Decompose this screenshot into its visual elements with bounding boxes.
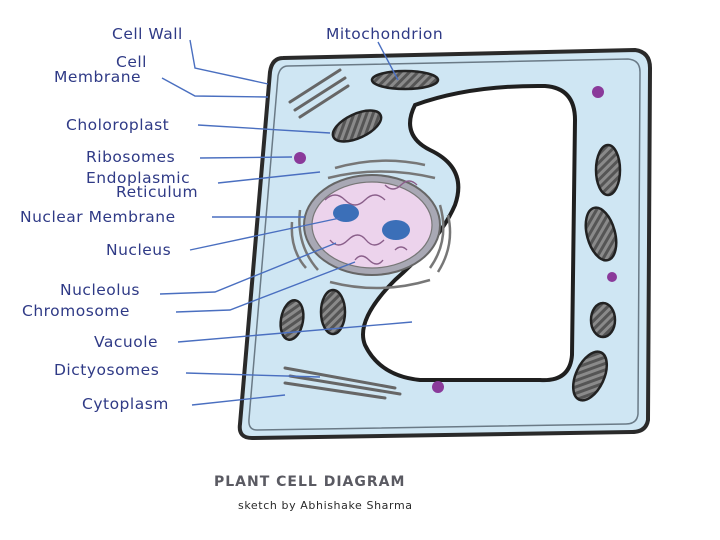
label-vacuole: Vacuole (94, 333, 158, 351)
nucleolus-2 (382, 220, 410, 240)
endoplasmic-reticulum (290, 159, 452, 290)
chromosome (324, 180, 418, 265)
diagram-credit: sketch by Abhishake Sharma (238, 499, 413, 512)
label-mitochondrion: Mitochondrion (326, 25, 443, 43)
labels: Cell Wall Mitochondrion Cell Membrane Ch… (20, 25, 443, 413)
diagram-title: PLANT CELL DIAGRAM (214, 474, 405, 490)
label-cytoplasm: Cytoplasm (82, 395, 169, 413)
label-dictyosomes: Dictyosomes (54, 361, 159, 379)
cell-membrane (248, 58, 641, 431)
label-cell-wall: Cell Wall (112, 25, 183, 43)
vacuole (361, 83, 578, 383)
label-cell-membrane-line1: Cell (116, 53, 147, 71)
dictyosomes (283, 68, 402, 400)
label-ribosomes: Ribosomes (86, 148, 175, 166)
label-chromosome: Chromosome (22, 302, 130, 320)
label-er-line1: Endoplasmic (86, 169, 190, 187)
label-nuclear-membrane: Nuclear Membrane (20, 208, 176, 226)
leader-lines (159, 39, 413, 406)
label-er-line2: Reticulum (116, 183, 198, 201)
label-chloroplast: Choloroplast (66, 116, 169, 134)
ribosomes (294, 86, 617, 393)
chloroplasts (279, 109, 622, 402)
label-nucleus: Nucleus (106, 241, 171, 259)
label-nucleolus: Nucleolus (60, 281, 140, 299)
mitochondrion (370, 69, 440, 91)
label-cell-membrane-line2: Membrane (54, 68, 141, 86)
